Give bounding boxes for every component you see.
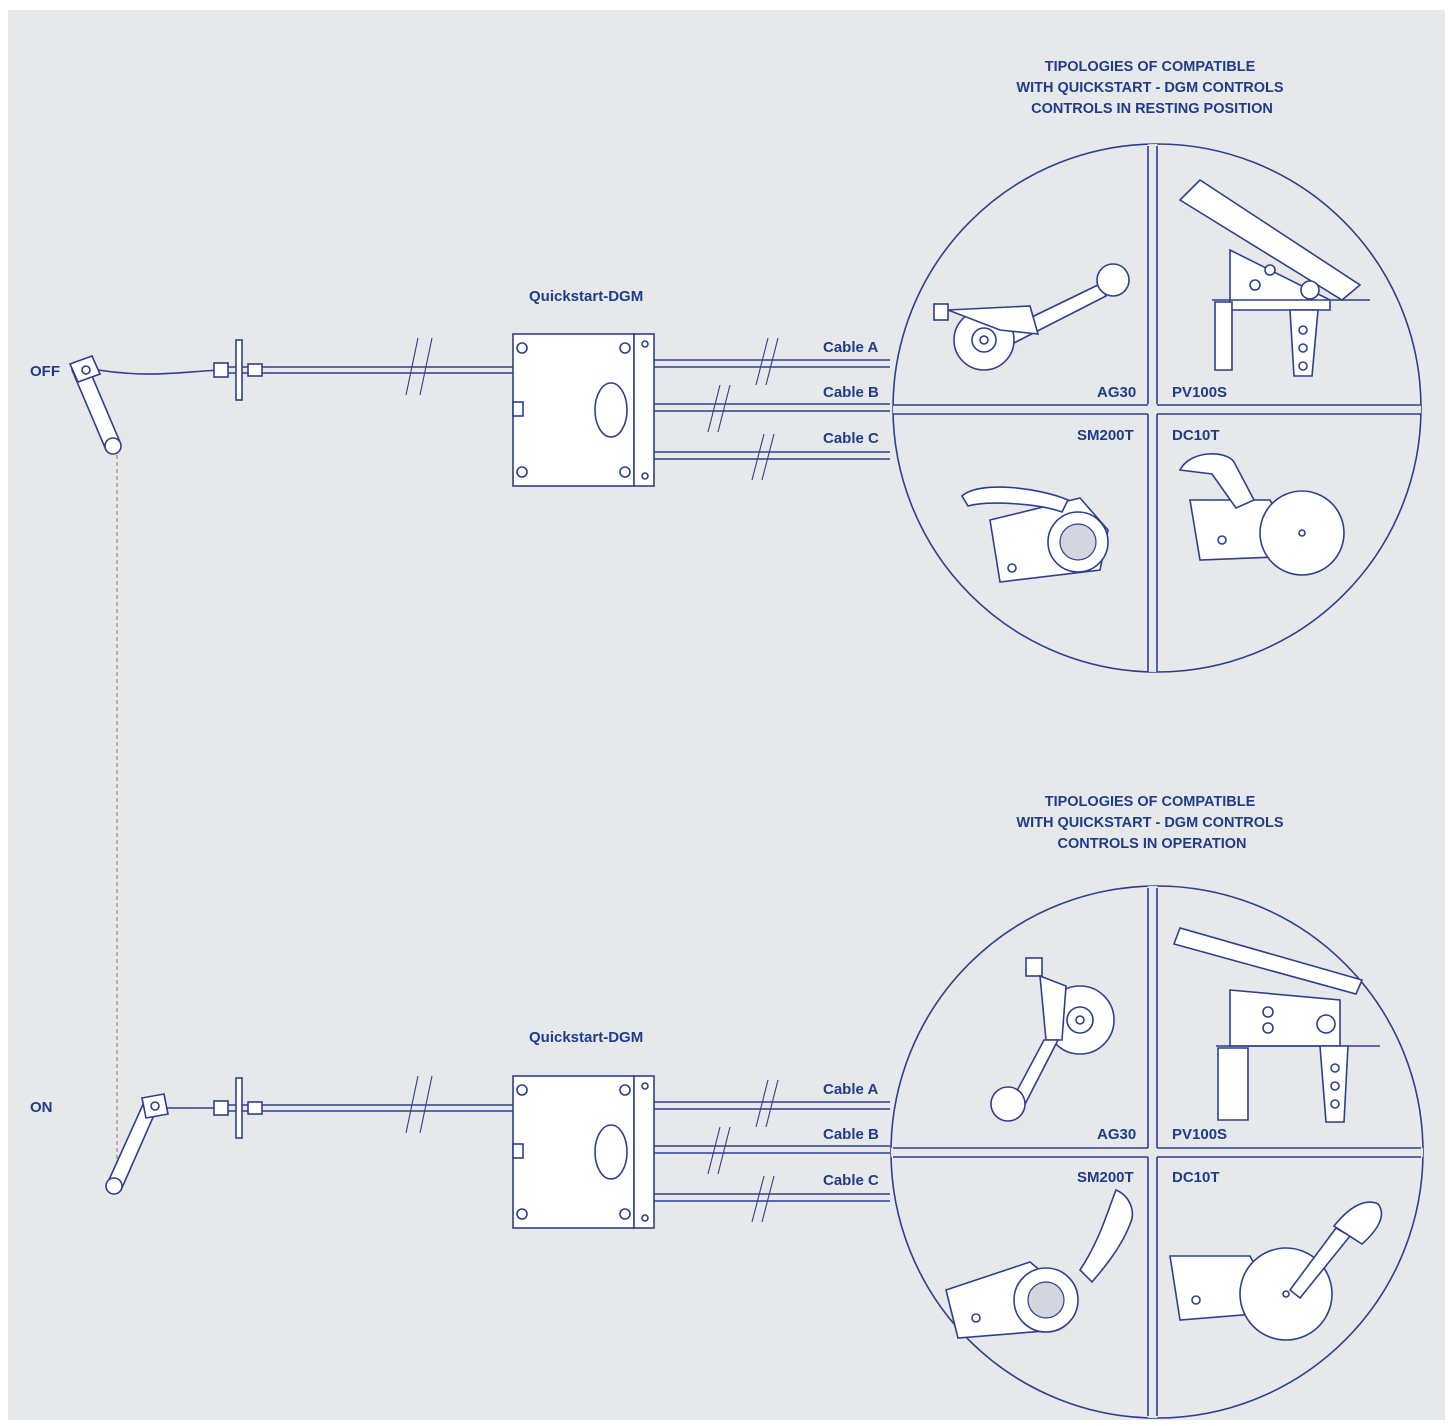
top-cable-a-label: Cable A	[823, 339, 878, 356]
top-quadrant-sm200t: SM200T	[1077, 427, 1134, 444]
bottom-header-line-3: CONTROLS IN OPERATION	[1057, 836, 1246, 852]
top-pv100s-control-image	[1178, 178, 1370, 377]
on-lever	[105, 1093, 169, 1195]
bottom-quadrant-dc10t: DC10T	[1172, 1169, 1220, 1186]
top-throttle-cable	[97, 337, 515, 401]
bottom-header: TIPOLOGIES OF COMPATIBLE WITH QUICKSTART…	[1016, 794, 1287, 852]
bottom-controls-circle	[890, 885, 1424, 1419]
bottom-quadrant-ag30: AG30	[1097, 1126, 1136, 1143]
top-header-line-3: CONTROLS IN RESTING POSITION	[1031, 101, 1273, 117]
top-header-line-2: WITH QUICKSTART - DGM CONTROLS	[1016, 80, 1283, 96]
bottom-header-line-1: TIPOLOGIES OF COMPATIBLE	[1045, 794, 1256, 810]
bottom-header-line-2: WITH QUICKSTART - DGM CONTROLS	[1016, 815, 1283, 831]
bottom-pv100s-control-image	[1172, 927, 1380, 1123]
bottom-throttle-cable	[166, 1075, 515, 1139]
top-cable-lines	[654, 337, 890, 481]
bottom-quadrant-pv100s: PV100S	[1172, 1126, 1227, 1143]
top-controls-circle	[892, 143, 1422, 673]
top-header: TIPOLOGIES OF COMPATIBLE WITH QUICKSTART…	[1016, 59, 1287, 117]
bottom-sm200t-control-image	[945, 1188, 1134, 1339]
top-sm200t-control-image	[960, 486, 1109, 583]
bottom-quadrant-sm200t: SM200T	[1077, 1169, 1134, 1186]
top-quadrant-dc10t: DC10T	[1172, 427, 1220, 444]
off-label: OFF	[30, 363, 60, 380]
bottom-cable-b-label: Cable B	[823, 1126, 879, 1143]
top-device-label: Quickstart-DGM	[529, 288, 643, 305]
bottom-dc10t-control-image	[1169, 1201, 1383, 1341]
top-header-line-1: TIPOLOGIES OF COMPATIBLE	[1045, 59, 1256, 75]
bottom-device-label: Quickstart-DGM	[529, 1029, 643, 1046]
on-label: ON	[30, 1099, 53, 1116]
diagram-panel	[8, 10, 1445, 1420]
bottom-quickstart-box	[512, 1075, 655, 1229]
top-cable-c-label: Cable C	[823, 430, 879, 447]
bottom-ag30-control-image	[990, 957, 1115, 1122]
top-quickstart-box	[512, 333, 655, 487]
top-cable-b-label: Cable B	[823, 384, 879, 401]
top-quadrant-ag30: AG30	[1097, 384, 1136, 401]
off-lever	[68, 354, 122, 455]
bottom-cable-lines	[654, 1079, 890, 1223]
top-quadrant-pv100s: PV100S	[1172, 384, 1227, 401]
top-ag30-control-image	[933, 263, 1130, 371]
top-dc10t-control-image	[1178, 453, 1345, 576]
bottom-cable-a-label: Cable A	[823, 1081, 878, 1098]
bottom-cable-c-label: Cable C	[823, 1172, 879, 1189]
